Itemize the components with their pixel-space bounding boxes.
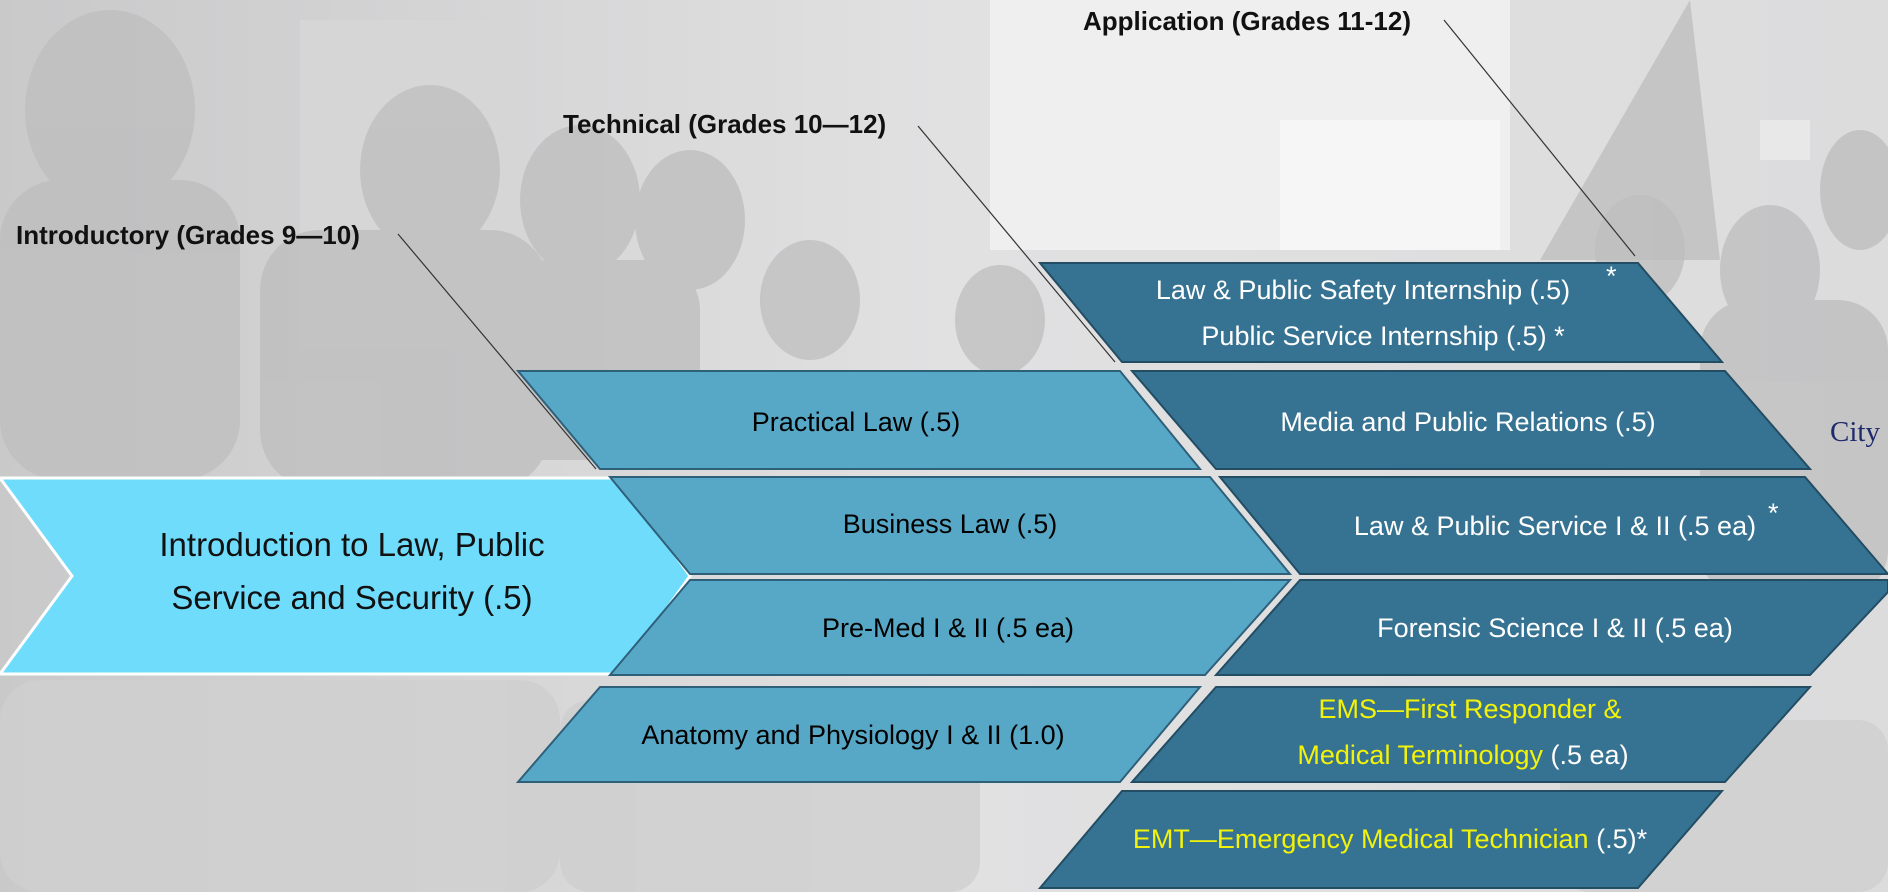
ems-box: [1129, 686, 1813, 783]
application-leader-line: [1443, 19, 1636, 257]
intro-course-line2: Service and Security (.5): [171, 579, 532, 616]
internship-box: [1037, 262, 1725, 363]
emt-label: EMT—Emergency Medical Technician (.5)*: [1133, 824, 1648, 854]
emt-box: [1037, 790, 1725, 889]
practical-law-box: [515, 370, 1203, 470]
media-box: [1129, 370, 1813, 470]
ems-line2-rest: (.5 ea): [1543, 740, 1629, 770]
ems-line2-highlight: Medical Terminology: [1297, 740, 1543, 770]
intro-chevron: [0, 476, 692, 676]
forensic-box: [1213, 579, 1888, 676]
side-text: City: [1830, 416, 1880, 448]
law-public-service-asterisk: *: [1768, 498, 1779, 528]
pre-med-label: Pre-Med I & II (.5 ea): [822, 613, 1074, 643]
technical-leader-line: [917, 125, 1116, 363]
anatomy-label: Anatomy and Physiology I & II (1.0): [641, 720, 1064, 750]
forensic-label: Forensic Science I & II (.5 ea): [1377, 613, 1733, 643]
business-law-label: Business Law (.5): [843, 509, 1058, 539]
ems-line1: EMS—First Responder &: [1318, 694, 1621, 724]
anatomy-box: [515, 686, 1203, 783]
emt-highlight: EMT—Emergency Medical Technician: [1133, 824, 1589, 854]
media-label: Media and Public Relations (.5): [1280, 407, 1655, 437]
practical-law-label: Practical Law (.5): [752, 407, 961, 437]
intro-course-line1: Introduction to Law, Public: [159, 526, 544, 563]
internship-line2: Public Service Internship (.5) *: [1201, 321, 1565, 351]
internship-line1: Law & Public Safety Internship (.5): [1156, 275, 1570, 305]
business-law-box: [607, 476, 1293, 575]
pre-med-box: [607, 579, 1293, 676]
law-public-service-box: [1217, 476, 1888, 575]
stage-label-technical: Technical (Grades 10—12): [563, 109, 886, 139]
internship-asterisk: *: [1606, 261, 1617, 291]
emt-rest: (.5)*: [1589, 824, 1648, 854]
law-public-service-label: Law & Public Service I & II (.5 ea): [1354, 511, 1756, 541]
stage-label-introductory: Introductory (Grades 9—10): [16, 220, 360, 250]
stage-label-application: Application (Grades 11-12): [1083, 6, 1411, 36]
ems-line2: Medical Terminology (.5 ea): [1297, 740, 1628, 770]
introductory-leader-line: [397, 233, 597, 470]
